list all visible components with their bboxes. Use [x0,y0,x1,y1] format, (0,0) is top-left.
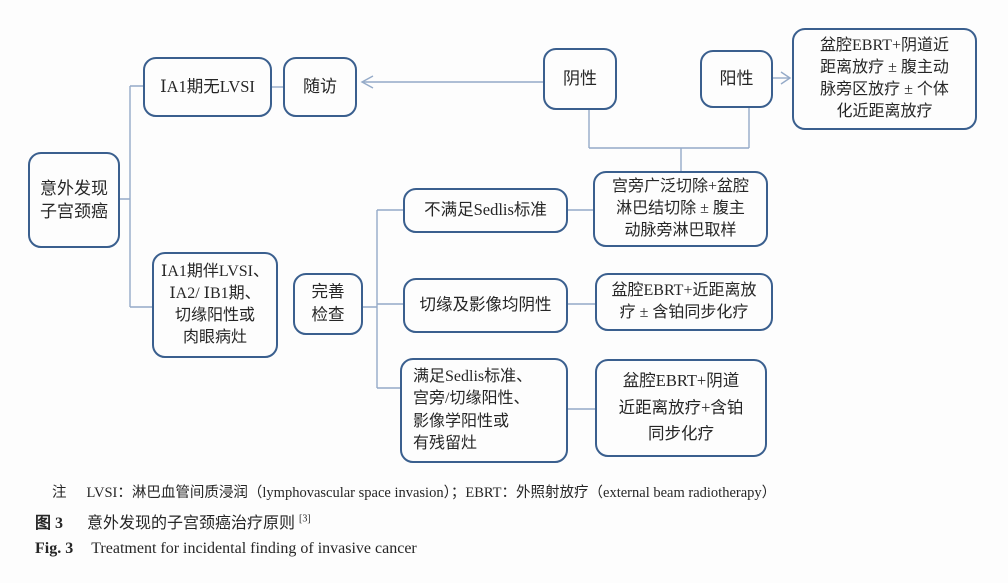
citation-superscript: [3] [299,513,311,525]
box-text-line: 脉旁区放疗 ± 个体 [820,81,949,98]
box-radical-parametrectomy: 宫旁广泛切除+盆腔 淋巴结切除 ± 腹主 动脉旁淋巴取样 [593,171,768,247]
box-margins-imaging-negative: 切缘及影像均阴性 [403,278,568,333]
box-text-line: 不满足Sedlis标准 [424,200,547,220]
figure-number-en: Fig. 3 [35,540,74,557]
box-text-line: 切缘及影像均阴性 [419,295,552,315]
box-text-line: ⅠA2/ ⅠB1期、 [169,284,261,302]
box-text-line: 盆腔EBRT+阴道近 [820,36,949,54]
box-positive: 阳性 [700,50,773,108]
box-complete-workup: 完善 检查 [293,273,363,335]
connector-workup-branch [363,209,403,389]
figure-note: 注 LVSI：淋巴血管间质浸润（lymphovascular space inva… [52,481,776,502]
box-text-line: 化近距离放疗 [836,103,933,121]
box-pelvic-ebrt-brachytherapy: 盆腔EBRT+近距离放 疗 ± 含铂同步化疗 [595,273,773,331]
box-pelvic-ebrt-vaginal-paraaortic: 盆腔EBRT+阴道近 距离放疗 ± 腹主动 脉旁区放疗 ± 个体 化近距离放疗 [792,28,977,130]
box-text-line: 淋巴结切除 ± 腹主 [616,199,745,217]
box-pelvic-ebrt-vaginal-platinum: 盆腔EBRT+阴道 近距离放疗+含铂 同步化疗 [595,359,767,457]
box-text-line: 近距离放疗+含铂 [618,397,744,417]
box-incidental-finding: 意外发现 子宫颈癌 [28,152,120,248]
box-text-line: 检查 [311,305,345,324]
box-meeting-sedlis: 满足Sedlis标准、 宫旁/切缘阳性、 影像学阳性或 有残留灶 [400,358,568,463]
arrow-positive-to-treatment [773,71,792,85]
box-ia1-no-lvsi: ⅠA1期无LVSI [143,57,272,117]
connector-root-branch [117,85,152,308]
box-text-line: 有残留灶 [413,434,478,452]
box-text-line: 阴性 [563,69,597,89]
box-text-line: 宫旁/切缘阳性、 [413,390,530,408]
connector-negpos-to-resection [588,108,750,172]
box-text-line: 同步化疗 [648,424,714,444]
box-text-line: 满足Sedlis标准、 [413,368,533,386]
box-negative: 阴性 [543,48,617,110]
box-text-line: 阳性 [719,69,754,89]
box-text-line: 盆腔EBRT+近距离放 [611,281,757,299]
box-text-line: 疗 ± 含铂同步化疗 [619,304,749,321]
arrow-negative-to-followup [360,75,543,89]
note-text: LVSI：淋巴血管间质浸润（lymphovascular space invas… [86,485,777,501]
box-text-line: 影像学阳性或 [413,412,510,430]
figure-title-text-cn: 意外发现的子宫颈癌治疗原则 [87,515,296,532]
box-text-line: 随访 [303,77,337,97]
box-text-line: 切缘阳性或 [174,307,255,324]
box-text-line: ⅠA1期伴LVSI、 [161,262,269,280]
box-text-line: 宫旁广泛切除+盆腔 [611,177,750,195]
box-text-line: 意外发现 [40,178,108,198]
box-text-line: 肉眼病灶 [182,329,247,347]
box-text-line: 距离放疗 ± 腹主动 [820,58,949,76]
box-not-meeting-sedlis: 不满足Sedlis标准 [403,188,568,233]
box-text-line: 子宫颈癌 [40,202,108,221]
box-text-line: 动脉旁淋巴取样 [624,222,737,240]
figure-number-cn: 图 3 [35,515,64,532]
box-ia1-with-lvsi: ⅠA1期伴LVSI、 ⅠA2/ ⅠB1期、 切缘阳性或 肉眼病灶 [152,252,278,358]
figure-title-english: Fig. 3 Treatment for incidental finding o… [35,540,417,558]
note-label: 注 [52,485,67,501]
box-text-line: 盆腔EBRT+阴道 [622,371,740,391]
box-text-line: ⅠA1期无LVSI [160,76,255,96]
box-text-line: 完善 [311,282,345,302]
figure-title-chinese: 图 3 意外发现的子宫颈癌治疗原则 [3] [35,509,311,533]
figure-title-text-en: Treatment for incidental finding of inva… [91,540,417,557]
box-follow-up: 随访 [283,57,357,117]
